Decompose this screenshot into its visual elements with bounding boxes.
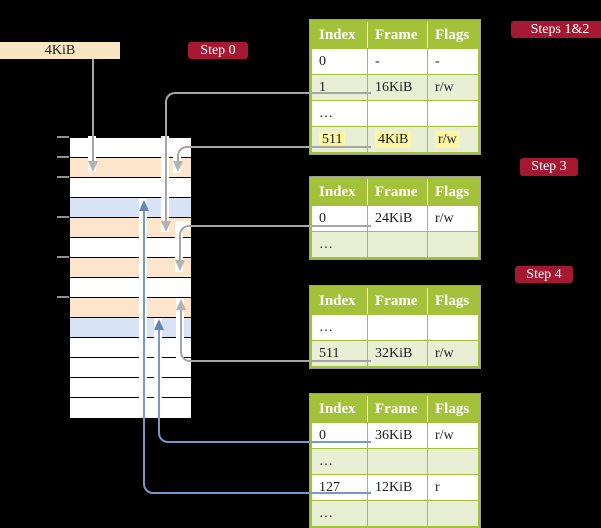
table-3-cell [368,315,428,340]
memory-tick [57,296,69,298]
table-1-cell: 511 [312,127,368,152]
table-2-row-…: … [312,231,478,257]
table-2-header-flags: Flags [435,184,470,200]
table-4-cell: 12KiB [368,475,428,500]
table-4-cell [368,449,428,474]
highlighted-value: 4KiB [375,131,412,148]
connector-frame-box-arrow [92,59,94,163]
memory-strip-row-3 [70,178,191,198]
memory-strip-row-5 [70,218,191,238]
table-4-cell: … [312,501,368,526]
table-2-header-frame: Frame [368,179,428,205]
connector-t1-row511 [177,146,371,162]
table-3-header-frame: Frame [368,288,428,314]
table-3-row-…: … [312,314,478,340]
table-1-cell: - [435,54,440,69]
table-1-header-index: Index [312,22,368,48]
table-1-cell: - [368,49,428,74]
table-3-cell: r/w [435,346,454,361]
table-4-cell [428,449,478,474]
table-2-cell [368,232,428,257]
table-3-header-index: Index [312,288,368,314]
highlighted-value: r/w [435,131,460,148]
memory-strip-row-8 [70,278,191,298]
arrowhead-icon [154,319,164,330]
table-1-header-frame: Frame [368,22,428,48]
table-2-cell [428,232,478,257]
table-4-header-index: Index [312,396,368,422]
table-2-cell: r/w [435,211,454,226]
table-4-cell [368,501,428,526]
table-2-header-index: Index [312,179,368,205]
memory-strip-row-2 [70,158,191,178]
table-1-cell: r/w [435,80,454,95]
connector-t2-row0 [179,225,371,261]
table-1-cell [368,101,428,126]
table-1-cell: 16KiB [368,75,428,100]
memory-strip-row-7 [70,258,191,278]
connector-t1-row1 [165,92,371,222]
table-4-row-…: … [312,448,478,474]
highlighted-value: 511 [319,131,346,148]
table-1-cell: 1 [312,75,368,100]
table-3-cell [428,315,478,340]
table-4-cell [428,501,478,526]
arrowhead-icon [139,200,149,211]
arrowhead-icon [161,221,171,232]
memory-tick [57,136,69,138]
memory-strip-row-9 [70,298,191,318]
table-4-cell: … [312,449,368,474]
arrowhead-icon [88,161,98,172]
table-4-cell: r/w [435,428,454,443]
table-2-cell: 24KiB [368,206,428,231]
table-4-header-frame: Frame [368,396,428,422]
table-2-cell: … [312,232,368,257]
table-1-header-flags: Flags [435,27,470,43]
table-4-cell: r [435,480,440,495]
memory-tick [57,156,69,158]
table-1-cell: … [312,101,368,126]
table-1-row-0: 0-- [312,48,478,74]
memory-tick [57,256,69,258]
table-4-cell: 36KiB [368,423,428,448]
table-3-cell: … [312,315,368,340]
table-3-cell: 32KiB [368,341,428,366]
badge-step-3: Step 3 [520,158,578,176]
connector-t3-row511 [180,309,371,362]
badge-steps-1-2: Steps 1&2 [511,21,601,38]
table-3-header-flags: Flags [435,293,470,309]
memory-tick [57,216,69,218]
table-4-row-…: … [312,500,478,526]
memory-strip-row-1 [70,138,191,158]
table-1-cell: 4KiB [368,127,428,152]
frame-size-box: 4KiB [0,42,120,59]
memory-strip-row-4 [70,198,191,218]
table-4-header-flags: Flags [435,401,470,417]
table-1-row-…: … [312,100,478,126]
connector-t4-row0 [158,330,371,443]
memory-strip-row-6 [70,238,191,258]
table-1-cell [428,101,478,126]
badge-step-0: Step 0 [188,42,248,59]
arrowhead-icon [173,161,183,172]
arrowhead-icon [175,260,185,271]
table-1-cell: 0 [312,49,368,74]
memory-tick [57,176,69,178]
table-1-cell: r/w [428,127,478,152]
arrowhead-icon [176,299,186,310]
badge-step-4: Step 4 [515,266,573,283]
connector-t4-row127 [143,211,371,494]
